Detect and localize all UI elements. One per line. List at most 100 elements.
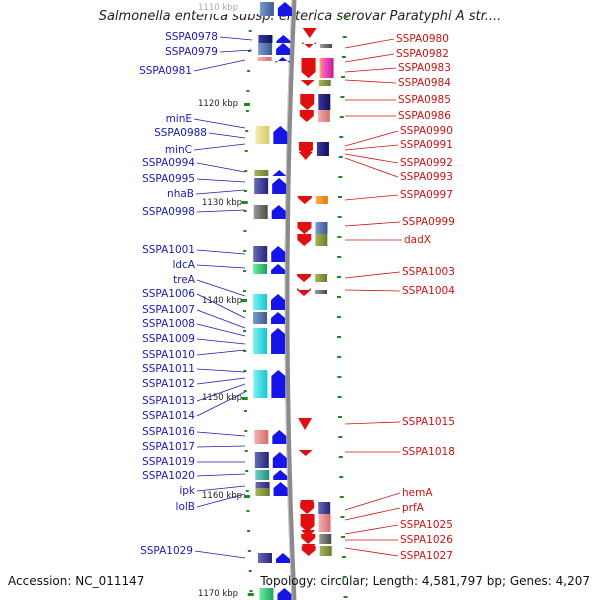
gene-label[interactable]: SSPA1017 [142, 441, 195, 453]
track-tick [341, 76, 346, 78]
gene-block [318, 80, 331, 86]
plus-arrow [301, 530, 316, 538]
gene-label[interactable]: SSPA0985 [398, 94, 451, 106]
gene-label[interactable]: SSPA0991 [400, 139, 453, 151]
leader-line [196, 485, 246, 492]
gene-label[interactable]: SSPA0994 [142, 157, 195, 169]
gene-label[interactable]: SSPA0986 [398, 110, 451, 122]
minus-arrow [275, 553, 290, 563]
gene-label[interactable]: hemA [402, 487, 433, 499]
gene-label[interactable]: SSPA0988 [154, 127, 207, 139]
gene-label[interactable]: SSPA1007 [142, 304, 195, 316]
gene-label[interactable]: nhaB [167, 188, 194, 200]
gene-label[interactable]: SSPA1020 [142, 470, 195, 482]
track-tick [248, 30, 252, 32]
track-tick [337, 336, 342, 338]
track-tick [243, 330, 247, 332]
gene-label[interactable]: SSPA1025 [400, 519, 453, 531]
minus-arrow [271, 264, 286, 274]
gene-label[interactable]: SSPA0997 [400, 189, 453, 201]
track-tick [249, 590, 253, 592]
leader-line [344, 79, 397, 84]
gene-label[interactable]: SSPA0984 [398, 77, 451, 89]
gene-label[interactable]: SSPA1010 [142, 349, 195, 361]
plus-track-ticks [337, 16, 348, 598]
gene-label[interactable]: SSPA0978 [165, 31, 218, 43]
gene-label[interactable]: SSPA1012 [142, 378, 195, 390]
gene-block [255, 488, 270, 496]
plus-arrow [299, 110, 314, 122]
track-tick [337, 356, 342, 358]
gene-label[interactable]: SSPA0983 [398, 62, 451, 74]
minus-strand-genes [253, 2, 292, 600]
track-tick [337, 296, 342, 298]
track-tick [341, 56, 346, 58]
gene-label[interactable]: SSPA0990 [400, 125, 453, 137]
gene-label[interactable]: SSPA1008 [142, 318, 195, 330]
gene-label[interactable]: SSPA0979 [165, 46, 218, 58]
right-gene-labels: SSPA0980 SSPA0982 SSPA0983 SSPA0984 SSPA… [396, 33, 455, 562]
leader-line [196, 178, 246, 183]
gene-label[interactable]: minC [165, 144, 192, 156]
track-tick [247, 50, 251, 52]
gene-label[interactable]: SSPA1006 [142, 288, 195, 300]
major-tick [241, 397, 248, 400]
gene-block [253, 246, 268, 262]
leader-line [196, 209, 246, 213]
gene-label[interactable]: SSPA1016 [142, 426, 195, 438]
leader-line [219, 36, 253, 41]
gene-label[interactable]: SSPA0982 [396, 48, 449, 60]
gene-label[interactable]: prfA [402, 502, 425, 514]
gene-label[interactable]: SSPA1013 [142, 395, 195, 407]
track-tick [341, 536, 346, 538]
genome-backbone [284, 0, 297, 600]
gene-label[interactable]: SSPA0981 [139, 65, 192, 77]
gene-label[interactable]: SSPA1003 [402, 266, 455, 278]
gene-label[interactable]: SSPA1014 [142, 410, 195, 422]
leader-line [196, 473, 246, 477]
plus-arrow [297, 290, 312, 296]
gene-block [254, 170, 269, 176]
gene-label[interactable]: SSPA1011 [142, 363, 195, 375]
gene-label[interactable]: SSPA1004 [402, 285, 455, 297]
gene-label[interactable]: SSPA0980 [396, 33, 449, 45]
leader-line [196, 338, 246, 345]
gene-block [253, 294, 268, 310]
gene-label[interactable]: SSPA1029 [140, 545, 193, 557]
gene-label[interactable]: SSPA1009 [142, 333, 195, 345]
gene-label[interactable]: SSPA1026 [400, 534, 453, 546]
leader-line [194, 550, 246, 559]
track-tick [337, 236, 342, 238]
gene-label[interactable]: dadX [404, 234, 431, 246]
gene-label[interactable]: lolB [176, 501, 195, 513]
gene-label[interactable]: minE [166, 113, 192, 125]
gene-label[interactable]: SSPA1001 [142, 244, 195, 256]
track-tick [337, 276, 342, 278]
gene-label[interactable]: SSPA1018 [402, 446, 455, 458]
leader-line [344, 38, 395, 49]
gene-label[interactable]: SSPA0992 [400, 157, 453, 169]
gene-label[interactable]: SSPA1019 [142, 456, 195, 468]
leader-line [196, 264, 246, 269]
scale-label: 1170 kbp [198, 589, 238, 599]
leader-line [344, 507, 401, 521]
gene-block [318, 514, 331, 532]
leader-line [344, 524, 399, 535]
gene-label[interactable]: SSPA0999 [402, 216, 455, 228]
gene-label[interactable]: treA [173, 274, 196, 286]
minus-track-ticks [241, 10, 254, 596]
track-tick [337, 316, 342, 318]
gene-block [253, 205, 268, 219]
track-tick [337, 416, 342, 418]
plus-arrow [298, 142, 313, 150]
gene-label[interactable]: SSPA0993 [400, 171, 453, 183]
gene-label[interactable]: SSPA0995 [142, 173, 195, 185]
gene-label[interactable]: SSPA1027 [400, 550, 453, 562]
gene-label[interactable]: ipk [179, 485, 196, 497]
gene-block [254, 178, 269, 194]
track-tick [337, 376, 342, 378]
gene-block [258, 35, 273, 43]
gene-label[interactable]: SSPA1015 [402, 416, 455, 428]
gene-label[interactable]: SSPA0998 [142, 206, 195, 218]
gene-label[interactable]: ldcA [172, 259, 195, 271]
